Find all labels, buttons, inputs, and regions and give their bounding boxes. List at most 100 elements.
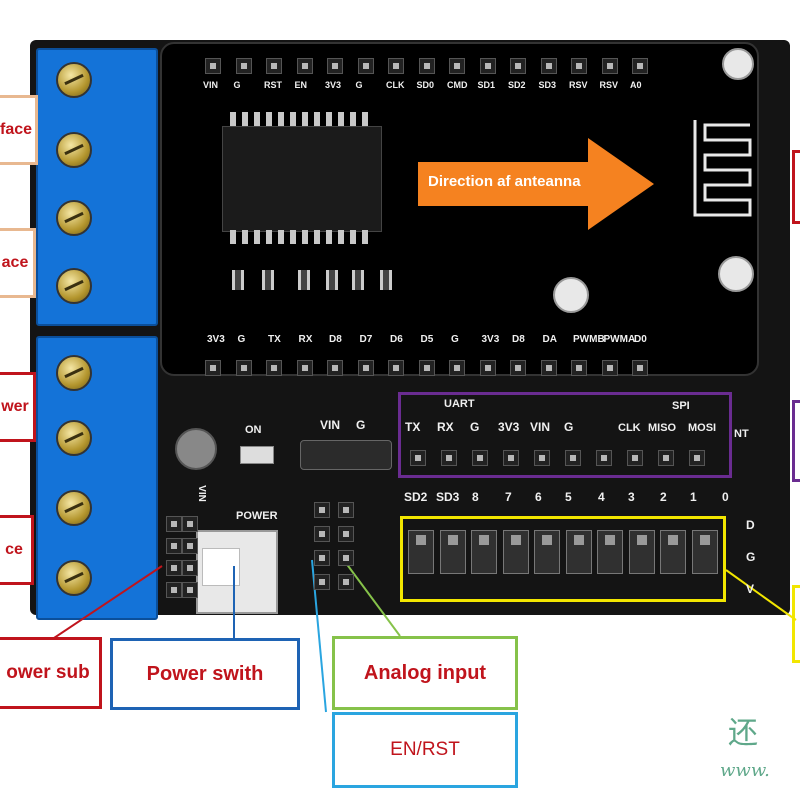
uart-spi-pin[interactable] — [689, 450, 705, 466]
right-callout-purple — [792, 400, 800, 482]
spi-pin-label: MOSI — [688, 422, 717, 434]
terminal-screw-icon[interactable] — [56, 420, 92, 456]
gpio-block-pin[interactable] — [660, 530, 686, 574]
header-pin[interactable] — [632, 360, 648, 376]
uart-spi-pin[interactable] — [410, 450, 426, 466]
header-pin[interactable] — [388, 360, 404, 376]
power-led — [240, 446, 274, 464]
top-pin-label: SD2 — [508, 80, 526, 90]
smd-component — [298, 270, 310, 290]
chip-leg — [326, 230, 332, 244]
header-pin[interactable] — [327, 360, 343, 376]
gpio-block-pin[interactable] — [565, 530, 592, 574]
vin-pin[interactable] — [166, 582, 182, 598]
terminal-screw-icon[interactable] — [56, 560, 92, 596]
header-pin[interactable] — [235, 360, 252, 376]
header-pin[interactable] — [266, 360, 282, 376]
gpio-block-pin[interactable] — [691, 530, 718, 574]
right-callout-red — [792, 150, 800, 224]
terminal-screw-icon[interactable] — [56, 490, 92, 526]
uart-spi-pin[interactable] — [565, 450, 581, 466]
vin-pin[interactable] — [182, 538, 198, 554]
terminal-screw-icon[interactable] — [56, 200, 92, 236]
gpio-block-pin[interactable] — [471, 530, 497, 574]
left-callout-3: wer — [0, 372, 36, 442]
terminal-screw-icon[interactable] — [56, 268, 92, 304]
power-switch-callout: Power swith — [110, 638, 300, 710]
en-rst-pin[interactable] — [314, 550, 330, 566]
header-pin[interactable] — [632, 58, 648, 74]
gpio-block-pin[interactable] — [597, 530, 623, 574]
left-callout-2: ace — [0, 228, 36, 298]
terminal-screw-icon[interactable] — [56, 355, 92, 391]
header-pin[interactable] — [601, 58, 618, 74]
header-pin[interactable] — [205, 58, 221, 74]
top-pin-label: RSV — [599, 80, 619, 90]
smd-component — [232, 270, 244, 290]
uart-spi-pin[interactable] — [534, 450, 550, 466]
vin-pin[interactable] — [166, 560, 182, 576]
uart-spi-pin[interactable] — [503, 450, 519, 466]
gpio-label: 3 — [628, 490, 635, 504]
en-rst-pin[interactable] — [338, 502, 354, 518]
row-right-label: G — [746, 550, 756, 564]
header-pin[interactable] — [449, 360, 465, 376]
uart-spi-pin[interactable] — [596, 450, 612, 466]
header-pin[interactable] — [266, 58, 282, 74]
gpio-block-pin[interactable] — [502, 530, 529, 574]
header-pin[interactable] — [388, 58, 404, 74]
chip-leg — [254, 230, 260, 244]
terminal-screw-icon[interactable] — [56, 62, 92, 98]
header-pin[interactable] — [357, 58, 374, 74]
header-pin[interactable] — [510, 360, 526, 376]
gpio-label: 6 — [535, 490, 542, 504]
uart-spi-pin[interactable] — [472, 450, 488, 466]
header-pin[interactable] — [296, 58, 313, 74]
header-pin[interactable] — [235, 58, 252, 74]
en-rst-pin[interactable] — [338, 574, 354, 590]
header-pin[interactable] — [205, 360, 221, 376]
en-rst-pin[interactable] — [314, 502, 330, 518]
header-pin[interactable] — [540, 360, 557, 376]
chip-leg — [290, 230, 296, 244]
vin-pin[interactable] — [166, 516, 182, 532]
gpio-block-pin[interactable] — [628, 530, 655, 574]
header-pin[interactable] — [479, 58, 496, 74]
gpio-block-pin[interactable] — [534, 530, 560, 574]
terminal-screw-icon[interactable] — [56, 132, 92, 168]
uart-spi-pin[interactable] — [658, 450, 674, 466]
header-pin[interactable] — [296, 360, 313, 376]
gpio-block-pin[interactable] — [439, 530, 466, 574]
header-pin[interactable] — [479, 360, 496, 376]
header-pin[interactable] — [418, 360, 435, 376]
header-pin[interactable] — [571, 360, 587, 376]
en-rst-callout: EN/RST — [332, 712, 518, 788]
en-rst-pin[interactable] — [314, 526, 330, 542]
en-rst-pin[interactable] — [338, 526, 354, 542]
uart-spi-pin[interactable] — [441, 450, 457, 466]
uart-spi-pin[interactable] — [627, 450, 643, 466]
header-pin[interactable] — [510, 58, 526, 74]
vin-pin[interactable] — [182, 582, 198, 598]
header-pin[interactable] — [327, 58, 343, 74]
header-pin[interactable] — [418, 58, 435, 74]
driver-chip — [222, 126, 382, 232]
vin-pin[interactable] — [166, 538, 182, 554]
header-pin[interactable] — [601, 360, 618, 376]
header-pin[interactable] — [540, 58, 557, 74]
en-rst-pin[interactable] — [338, 550, 354, 566]
header-pin[interactable] — [571, 58, 587, 74]
header-pin[interactable] — [357, 360, 374, 376]
gpio-block-pin[interactable] — [408, 530, 434, 574]
en-rst-pin[interactable] — [314, 574, 330, 590]
gpio-label: SD2 — [404, 490, 428, 504]
uart-spi-highlight — [398, 392, 732, 478]
vin-pin[interactable] — [182, 516, 198, 532]
header-pin[interactable] — [449, 58, 465, 74]
vin-pin[interactable] — [182, 560, 198, 576]
top-pin-label: G — [233, 80, 241, 90]
power-sub-callout: ower sub — [0, 637, 102, 709]
chip-leg — [338, 230, 344, 244]
nt-label: NT — [734, 428, 749, 440]
